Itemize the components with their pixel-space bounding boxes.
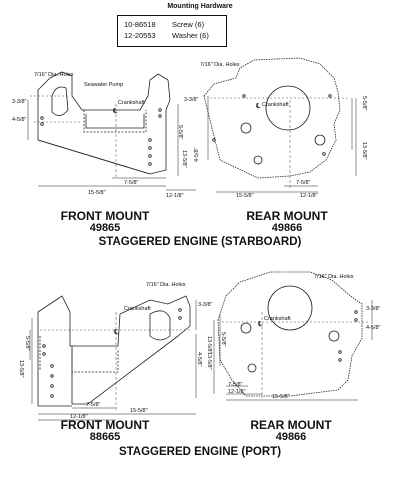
bottom-front-mount-drawing xyxy=(29,295,197,421)
cl-mark: ℄ xyxy=(257,321,263,328)
dim-label: 15-5/8" xyxy=(130,408,148,414)
dim-label: 7-5/8" xyxy=(86,402,101,408)
hardware-title: Mounting Hardware xyxy=(167,3,233,10)
dim-label: 13-5/8" xyxy=(206,352,212,370)
mount-part: 88665 xyxy=(89,431,121,443)
part-desc: Screw (6) xyxy=(172,20,205,29)
dim-label: 7-5/8" xyxy=(124,180,139,186)
cl-mark: ℄ xyxy=(112,108,118,115)
holes-label: 7/16" Dia. Holes xyxy=(146,282,186,288)
hardware-row: 12-20553 Washer (6) xyxy=(124,31,209,40)
mount-name: REAR MOUNT xyxy=(246,209,328,223)
holes-label: 7/16" Dia. Holes xyxy=(314,274,354,280)
dim-label: 4-5/8" xyxy=(366,325,381,331)
part-desc: Washer (6) xyxy=(172,31,209,40)
top-rear-mount-drawing xyxy=(203,57,357,193)
cl-mark: ℄ xyxy=(255,103,261,110)
mount-part: 49866 xyxy=(275,431,307,443)
dim-label: 4-5/8" xyxy=(196,352,202,367)
dim-label: 13-5/8" xyxy=(18,360,24,378)
dim-label: 4-5/8" xyxy=(194,147,200,162)
dim-label: 15-5/8" xyxy=(236,193,254,199)
section-title: STAGGERED ENGINE (STARBOARD) xyxy=(98,236,302,248)
dim-label: 3-3/8" xyxy=(366,306,381,312)
mount-name: FRONT MOUNT xyxy=(60,418,150,432)
dim-label: 5-5/8" xyxy=(220,332,226,347)
dim-label: 12-1/8" xyxy=(228,389,246,395)
bottom-rear-mount-drawing xyxy=(213,271,373,401)
dim-label: 3-3/8" xyxy=(184,97,199,103)
dim-label: 3-3/8" xyxy=(12,99,27,105)
hardware-table: 10-86518 Screw (6) 12-20553 Washer (6) xyxy=(117,15,227,47)
dim-label: 12-1/8" xyxy=(300,193,318,199)
mount-name: FRONT MOUNT xyxy=(60,209,150,223)
mount-part: 49865 xyxy=(89,222,121,234)
cl-mark: ℄ xyxy=(113,329,119,336)
holes-label: 7/16" Dia. Holes xyxy=(200,62,240,68)
dim-label: 7-5/8" xyxy=(228,382,243,388)
dim-label: 13-5/8" xyxy=(181,150,187,168)
dim-label: 15-5/8" xyxy=(272,394,290,400)
part-number: 10-86518 xyxy=(124,20,156,29)
dim-label: 5-5/8" xyxy=(177,125,183,140)
dim-label: 5-5/8" xyxy=(361,96,367,111)
mount-part: 49866 xyxy=(271,222,303,234)
top-front-mount-drawing xyxy=(27,71,196,191)
section-title: STAGGERED ENGINE (PORT) xyxy=(118,446,282,458)
hardware-row: 10-86518 Screw (6) xyxy=(124,20,204,29)
crankshaft-label: Crankshaft xyxy=(124,306,151,312)
crankshaft-label: Crankshaft xyxy=(118,100,145,106)
dim-label: 15-5/8" xyxy=(88,190,106,196)
dim-label: 4-5/8" xyxy=(12,117,27,123)
mount-name: REAR MOUNT xyxy=(250,418,332,432)
crankshaft-label: Crankshaft xyxy=(262,102,289,108)
part-number: 12-20553 xyxy=(124,31,156,40)
dim-label: 13-5/8" xyxy=(206,336,212,354)
dim-label: 13-5/8" xyxy=(361,142,367,160)
dim-label: 12-1/8" xyxy=(166,193,184,199)
pump-label: Seawater Pump xyxy=(84,82,123,88)
dim-label: 12-1/8" xyxy=(70,414,88,420)
crankshaft-label: Crankshaft xyxy=(264,316,291,322)
dim-label: 3-3/8" xyxy=(198,302,213,308)
holes-label: 7/16" Dia. Holes xyxy=(34,72,74,78)
dim-label: 7-5/8" xyxy=(296,180,311,186)
dim-label: 5-5/8" xyxy=(24,336,30,351)
